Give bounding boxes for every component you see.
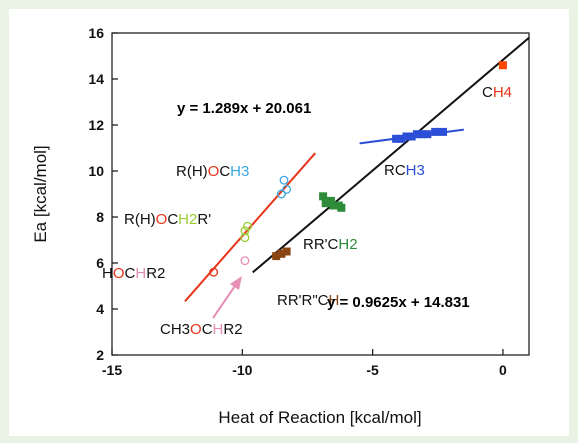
data-point — [498, 61, 507, 70]
data-points — [209, 61, 507, 277]
label-part: H3 — [406, 162, 425, 179]
data-point — [407, 132, 416, 141]
point-labels: CH4RCH3RR'CH2RR'R"CHR(H)OCH3R(H)OCH2R'HO… — [102, 84, 512, 338]
point-label: HOCHR2 — [102, 265, 165, 282]
data-point — [276, 189, 286, 199]
label-part: R(H) — [176, 163, 208, 180]
y-tick-label: 16 — [88, 25, 104, 41]
label-part: R' — [197, 211, 211, 228]
data-point — [438, 127, 447, 136]
x-tick-label: -5 — [366, 362, 379, 378]
data-point — [412, 130, 421, 139]
y-tick-label: 14 — [88, 71, 104, 87]
data-point — [240, 226, 250, 236]
label-part: C — [219, 163, 230, 180]
label-part: RR'C — [303, 236, 339, 253]
label-part: R2 — [223, 321, 242, 338]
data-point — [402, 132, 411, 141]
label-part: O — [113, 265, 125, 282]
label-part: C — [202, 321, 213, 338]
fit-line-0 — [184, 152, 317, 302]
data-point — [423, 130, 432, 139]
label-part: H2 — [338, 236, 357, 253]
label-part: R(H) — [124, 211, 156, 228]
label-part: H4 — [493, 84, 512, 101]
data-point — [243, 221, 252, 231]
y-tick-label: 12 — [88, 117, 104, 133]
data-point — [337, 203, 346, 212]
label-part: C — [167, 211, 178, 228]
label-part: H — [329, 292, 340, 309]
label-part: O — [156, 211, 168, 228]
data-point — [392, 134, 401, 143]
data-point — [329, 201, 338, 210]
label-part: H — [102, 265, 113, 282]
point-label: RCH3 — [384, 162, 425, 179]
data-point — [282, 247, 291, 256]
fit-line-1 — [252, 36, 530, 274]
point-label: RR'R"CH — [277, 292, 339, 309]
point-label: R(H)OCH3 — [176, 163, 249, 180]
data-point — [240, 233, 250, 243]
data-point — [277, 249, 286, 258]
label-part: O — [190, 321, 202, 338]
point-label: CH3OCHR2 — [160, 321, 243, 338]
black-fit-equation: y = 0.9625x + 14.831 — [327, 294, 470, 311]
data-point — [209, 267, 219, 277]
y-tick-label: 10 — [88, 163, 104, 179]
label-part: RC — [384, 162, 406, 179]
label-part: H — [135, 265, 146, 282]
data-point — [397, 134, 406, 143]
label-part: C — [125, 265, 136, 282]
y-axis-label: Ea [kcal/mol] — [31, 145, 50, 242]
data-point — [319, 192, 328, 201]
point-label: RR'CH2 — [303, 236, 358, 253]
x-axis-label: Heat of Reaction [kcal/mol] — [218, 408, 421, 427]
y-tick-label: 8 — [96, 209, 104, 225]
data-point — [240, 256, 250, 266]
label-part: H — [213, 321, 224, 338]
label-part: R2 — [146, 265, 165, 282]
red-fit-equation: y = 1.289x + 20.061 — [177, 100, 311, 117]
data-point — [326, 196, 335, 205]
data-point — [282, 184, 292, 194]
y-tick-label: 6 — [96, 255, 104, 271]
label-part: C — [482, 84, 493, 101]
pink-arrow — [212, 276, 242, 319]
data-point — [418, 130, 427, 139]
axis-ticks: -15 -10 -5 0 2 4 6 8 10 12 14 16 — [88, 25, 507, 378]
data-point — [272, 252, 281, 261]
y-tick-label: 2 — [96, 347, 104, 363]
label-part: CH3 — [160, 321, 190, 338]
label-part: RR'R"C — [277, 292, 329, 309]
label-part: O — [208, 163, 220, 180]
data-point — [431, 127, 440, 136]
point-label: R(H)OCH2R' — [124, 211, 211, 228]
x-tick-label: -15 — [102, 362, 122, 378]
y-tick-label: 4 — [96, 301, 104, 317]
x-tick-label: -10 — [232, 362, 252, 378]
data-point — [279, 175, 289, 185]
label-part: H3 — [230, 163, 249, 180]
label-part: H2 — [178, 211, 197, 228]
point-label: CH4 — [482, 84, 512, 101]
data-point — [321, 199, 330, 208]
x-tick-label: 0 — [499, 362, 507, 378]
